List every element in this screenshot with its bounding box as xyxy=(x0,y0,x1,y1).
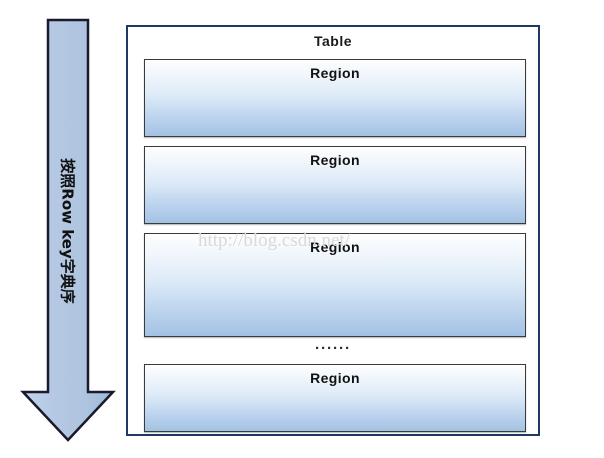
region-label: Region xyxy=(310,370,360,386)
region-box[interactable]: Region xyxy=(144,146,526,224)
region-label: Region xyxy=(310,239,360,255)
flow-arrow: 按照Row key字典序 xyxy=(18,16,118,446)
table-container: Table Region Region Region ······ Region xyxy=(126,25,540,436)
region-label: Region xyxy=(310,65,360,81)
flow-arrow-shape xyxy=(20,18,116,442)
region-ellipsis: ······ xyxy=(315,340,351,357)
region-box[interactable]: Region xyxy=(144,59,526,137)
region-label: Region xyxy=(310,152,360,168)
region-box[interactable]: Region xyxy=(144,233,526,337)
region-box[interactable]: Region xyxy=(144,364,526,432)
table-title: Table xyxy=(313,33,353,49)
